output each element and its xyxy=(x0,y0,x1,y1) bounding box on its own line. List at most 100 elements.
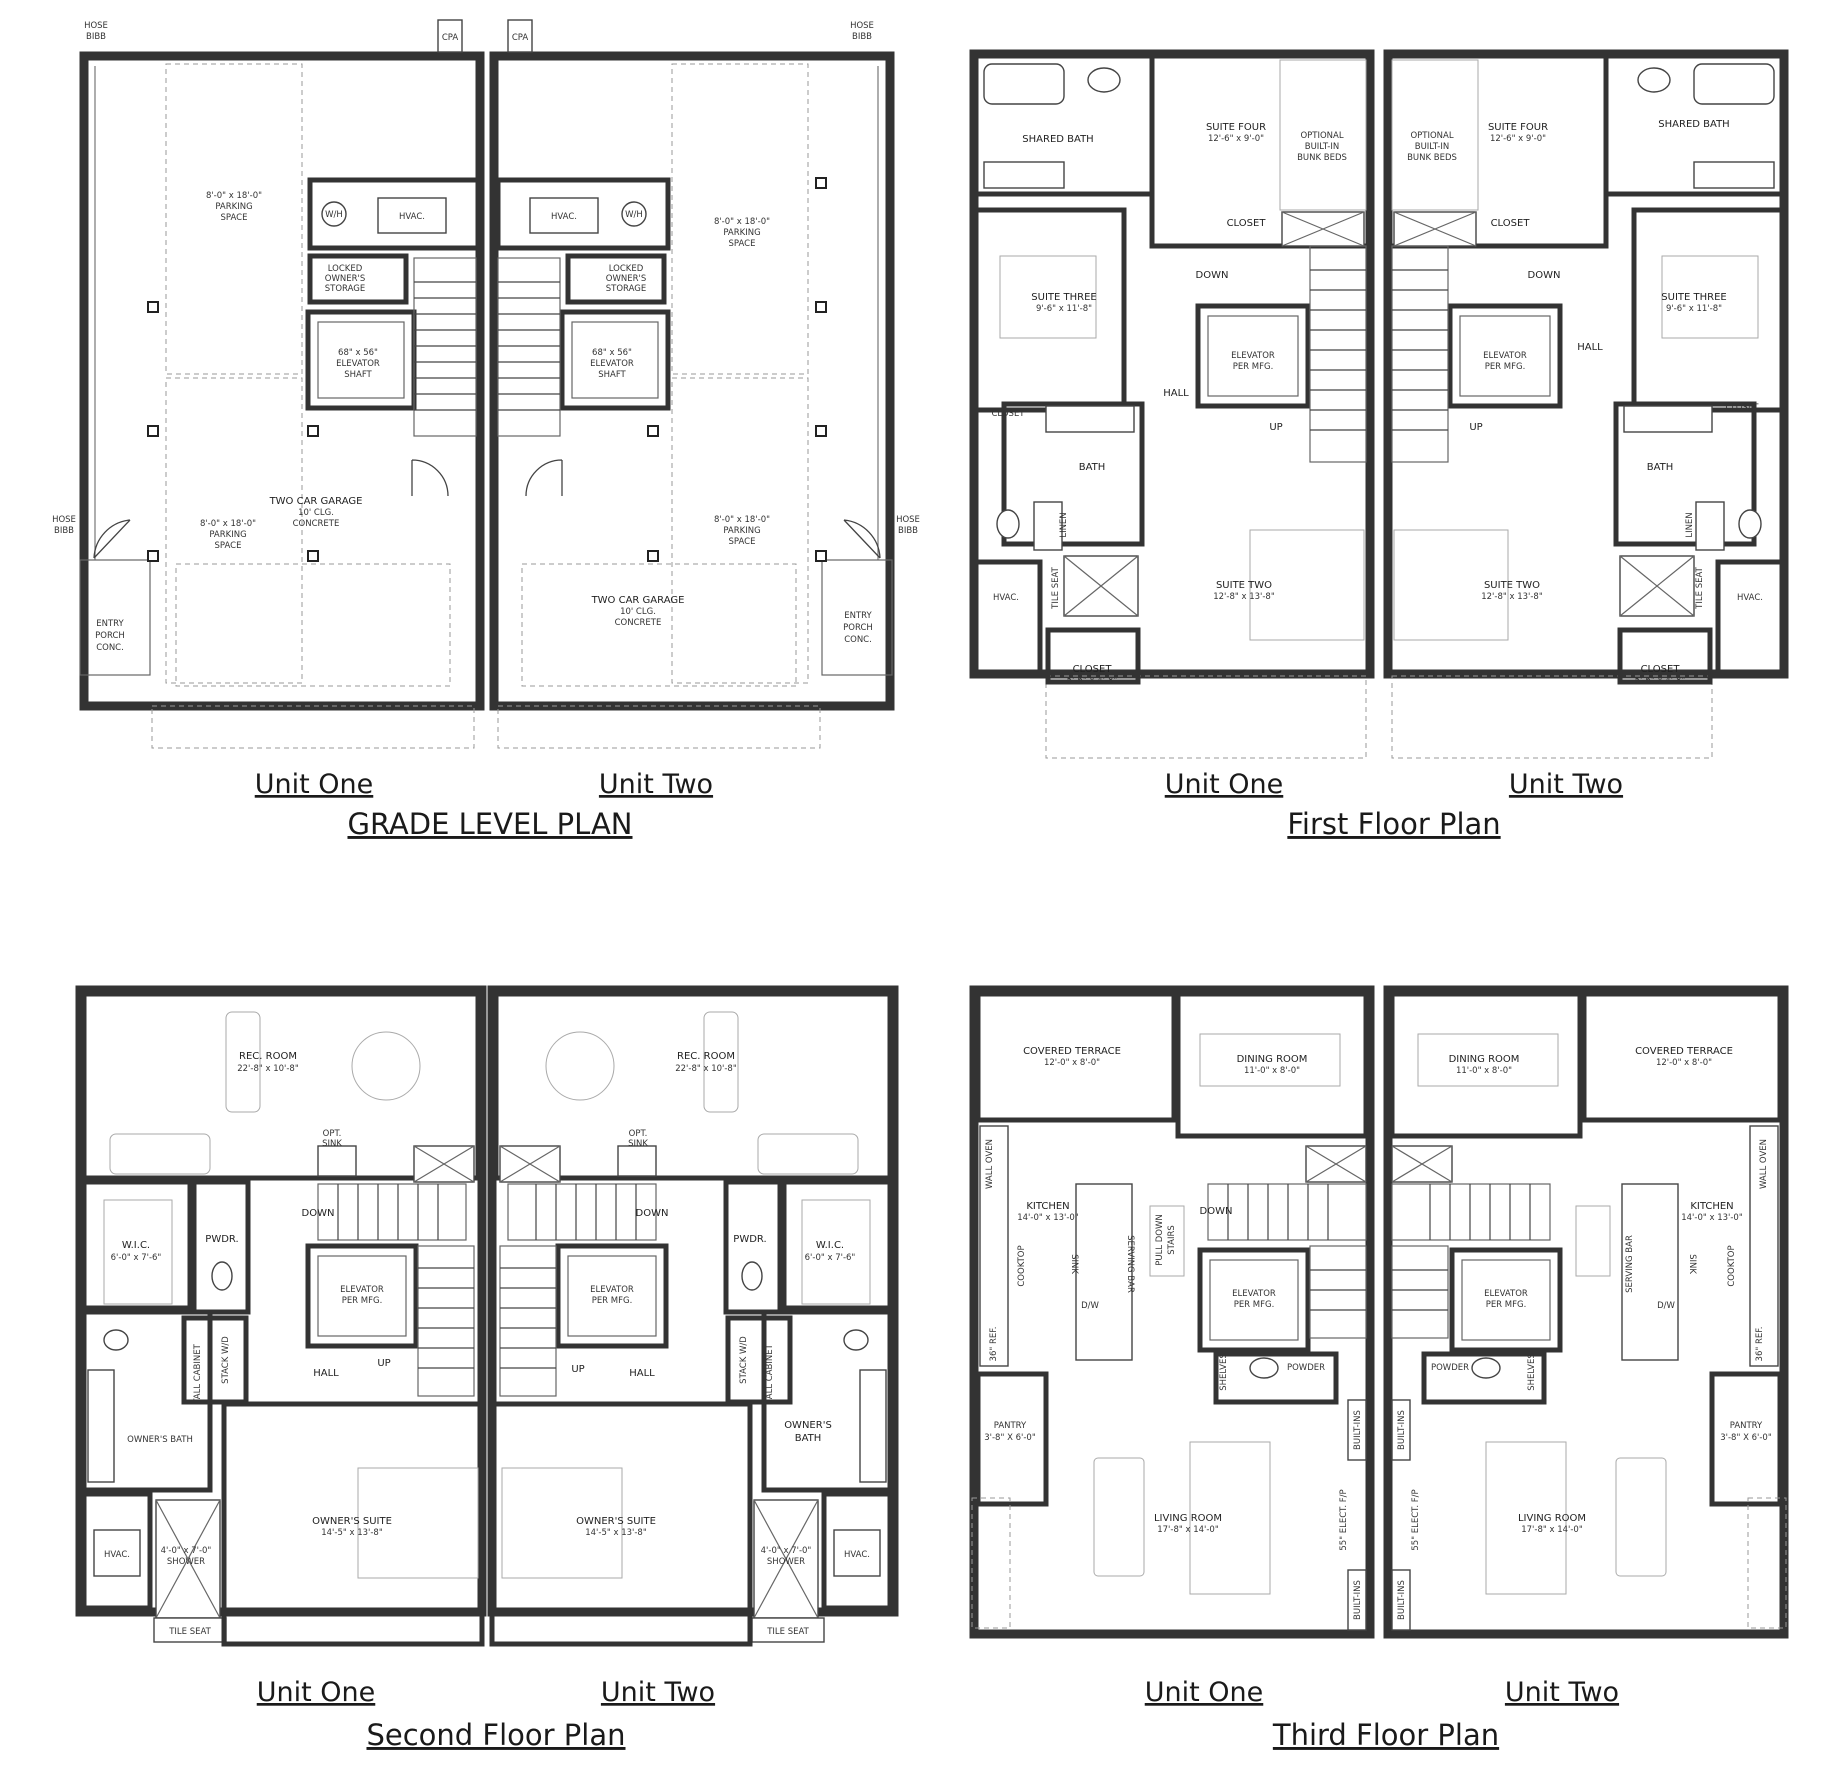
second-optsink-two-1: OPT. xyxy=(629,1129,648,1139)
first-bunk-two-3: BUNK BEDS xyxy=(1407,153,1457,163)
first-linen-two: LINEN xyxy=(1685,512,1695,537)
grade-hose-bibb-tr-2: BIBB xyxy=(852,32,872,42)
second-stackwd-one: STACK W/D xyxy=(221,1336,231,1384)
first-suite-two-two-size: 12'-8" x 13'-8" xyxy=(1481,592,1543,602)
second-elevator-one xyxy=(305,1243,419,1349)
first-bunk-one-1: OPTIONAL xyxy=(1300,131,1343,141)
first-linen-one: LINEN xyxy=(1059,512,1069,537)
first-bath-two xyxy=(1613,401,1757,547)
first-suite-three-two-size: 9'-6" x 11'-8" xyxy=(1666,304,1722,314)
third-dining-two-size: 11'-0" x 8'-0" xyxy=(1456,1066,1512,1076)
third-pantry-two-label: PANTRY xyxy=(1730,1421,1763,1431)
third-builtins-two-a: BUILT-INS xyxy=(1397,1410,1407,1450)
grade-elevator-two xyxy=(559,309,671,411)
second-floor-plan: REC. ROOM 22'-8" x 10'-8" REC. ROOM 22'-… xyxy=(75,985,899,1752)
second-down-two: DOWN xyxy=(636,1208,669,1219)
grade-storage-two xyxy=(565,253,667,305)
second-owners-suite-two xyxy=(489,1401,753,1647)
second-stairs-one xyxy=(317,1183,475,1397)
grade-entry-porch-two xyxy=(821,559,893,676)
third-wall-oven-two: WALL OVEN xyxy=(1759,1139,1769,1189)
third-elevator-one-2: PER MFG. xyxy=(1234,1300,1275,1310)
second-owners-bath-one-label: OWNER'S BATH xyxy=(127,1435,193,1445)
first-suite-four-one xyxy=(1149,51,1373,249)
first-tile-seat-one: TILE SEAT xyxy=(1051,566,1061,609)
first-down-one: DOWN xyxy=(1196,270,1229,281)
third-cooktop-two: COOKTOP xyxy=(1727,1245,1737,1286)
grade-wh-two: W/H xyxy=(625,210,643,220)
first-hall-one: HALL xyxy=(1163,388,1189,399)
first-closet-two-two-label: CLOSET xyxy=(1641,664,1681,675)
grade-storage-two-2: OWNER'S xyxy=(606,274,646,284)
grade-hose-bibb-tl-2: BIBB xyxy=(86,32,106,42)
third-dw-one: D/W xyxy=(1081,1301,1099,1311)
third-terrace-one xyxy=(975,991,1177,1123)
third-dining-one-label: DINING ROOM xyxy=(1237,1054,1308,1065)
grade-parking-1a: 8'-0" x 18'-0" xyxy=(206,191,262,201)
second-optsink-one-1: OPT. xyxy=(323,1129,342,1139)
third-living-two-size: 17'-8" x 14'-0" xyxy=(1521,1525,1583,1535)
third-dining-two xyxy=(1389,991,1583,1139)
grade-stairs-one xyxy=(413,257,477,437)
first-suite-three-one-label: SUITE THREE xyxy=(1031,292,1096,303)
grade-porch-two-1: ENTRY xyxy=(844,611,872,621)
third-shelves-two: SHELVES xyxy=(1527,1353,1537,1391)
third-terrace-one-label: COVERED TERRACE xyxy=(1023,1046,1121,1057)
grade-parking-3b: PARKING xyxy=(209,530,246,540)
first-up-two: UP xyxy=(1469,422,1482,433)
third-down-one: DOWN xyxy=(1200,1206,1233,1217)
second-unit-two-outline xyxy=(487,985,899,1617)
grade-entry-porch-one xyxy=(79,559,151,676)
second-rec-two-label: REC. ROOM xyxy=(677,1051,735,1062)
first-suite-two-one-label: SUITE TWO xyxy=(1216,580,1272,591)
third-elevator-two-2: PER MFG. xyxy=(1486,1300,1527,1310)
second-pwdr-one: PWDR. xyxy=(205,1234,238,1245)
third-unit-two-outline xyxy=(1383,985,1789,1639)
first-closet-two-two-size: 5'-6" x 4'-8" xyxy=(1635,676,1686,686)
second-rec-one-label: REC. ROOM xyxy=(239,1051,297,1062)
grade-shaft-one-1: 68" x 56" xyxy=(338,348,378,358)
grade-shaft-two-2: ELEVATOR xyxy=(590,359,634,369)
second-hall-two: HALL xyxy=(629,1368,655,1379)
third-island-two xyxy=(1621,1183,1679,1361)
second-tile-seat-one: TILE SEAT xyxy=(168,1627,211,1637)
first-bunk-one-2: BUILT-IN xyxy=(1305,142,1339,152)
second-powder-two xyxy=(723,1179,783,1315)
grade-parking-2a: 8'-0" x 18'-0" xyxy=(714,217,770,227)
second-hall-one: HALL xyxy=(313,1368,339,1379)
grade-shaft-one-3: SHAFT xyxy=(344,370,372,380)
first-suite-three-two-label: SUITE THREE xyxy=(1661,292,1726,303)
grade-shaft-two-3: SHAFT xyxy=(598,370,626,380)
grade-parking-3c: SPACE xyxy=(215,541,242,551)
second-elevator-two xyxy=(555,1243,669,1349)
second-owners-bath-two-1: OWNER'S xyxy=(784,1420,832,1431)
grade-cpa-two: CPA xyxy=(512,33,529,43)
grade-parking-2b: PARKING xyxy=(723,228,760,238)
grade-storage-one-3: STORAGE xyxy=(325,284,365,294)
third-terrace-two-label: COVERED TERRACE xyxy=(1635,1046,1733,1057)
second-rec-two-size: 22'-8" x 10'-8" xyxy=(675,1064,737,1074)
first-closet-one-label: CLOSET xyxy=(1227,218,1267,229)
grade-unit-two-title: Unit Two xyxy=(599,769,713,800)
second-owners-suite-two-label: OWNER'S SUITE xyxy=(576,1516,656,1527)
second-rec-one-size: 22'-8" x 10'-8" xyxy=(237,1064,299,1074)
grade-garage-two-2: 10' CLG. xyxy=(620,607,656,617)
third-builtins-one-b: BUILT-INS xyxy=(1353,1580,1363,1620)
second-elevator-one-2: PER MFG. xyxy=(342,1296,383,1306)
third-living-one-size: 17'-8" x 14'-0" xyxy=(1157,1525,1219,1535)
second-owners-suite-one-label: OWNER'S SUITE xyxy=(312,1516,392,1527)
third-pulldown-2: STAIRS xyxy=(1167,1225,1177,1255)
second-owners-bath-two-2: BATH xyxy=(795,1433,822,1444)
grade-storage-one xyxy=(307,253,409,305)
third-terrace-two-size: 12'-0" x 8'-0" xyxy=(1656,1058,1712,1068)
first-closet-small-one: CLOSET xyxy=(991,409,1025,419)
second-shower-one-size: 4'-0" x 7'-0" xyxy=(161,1546,212,1556)
third-pantry-one-size: 3'-8" X 6'-0" xyxy=(984,1433,1036,1443)
grade-porch-two-2: PORCH xyxy=(843,623,873,633)
grade-unit-two-outline xyxy=(489,51,895,711)
grade-hose-bibb-bl-1: HOSE xyxy=(52,515,76,525)
grade-storage-two-1: LOCKED xyxy=(609,264,644,274)
second-optsink-one-2: SINK xyxy=(322,1139,342,1149)
second-shower-two-label: SHOWER xyxy=(767,1557,805,1567)
